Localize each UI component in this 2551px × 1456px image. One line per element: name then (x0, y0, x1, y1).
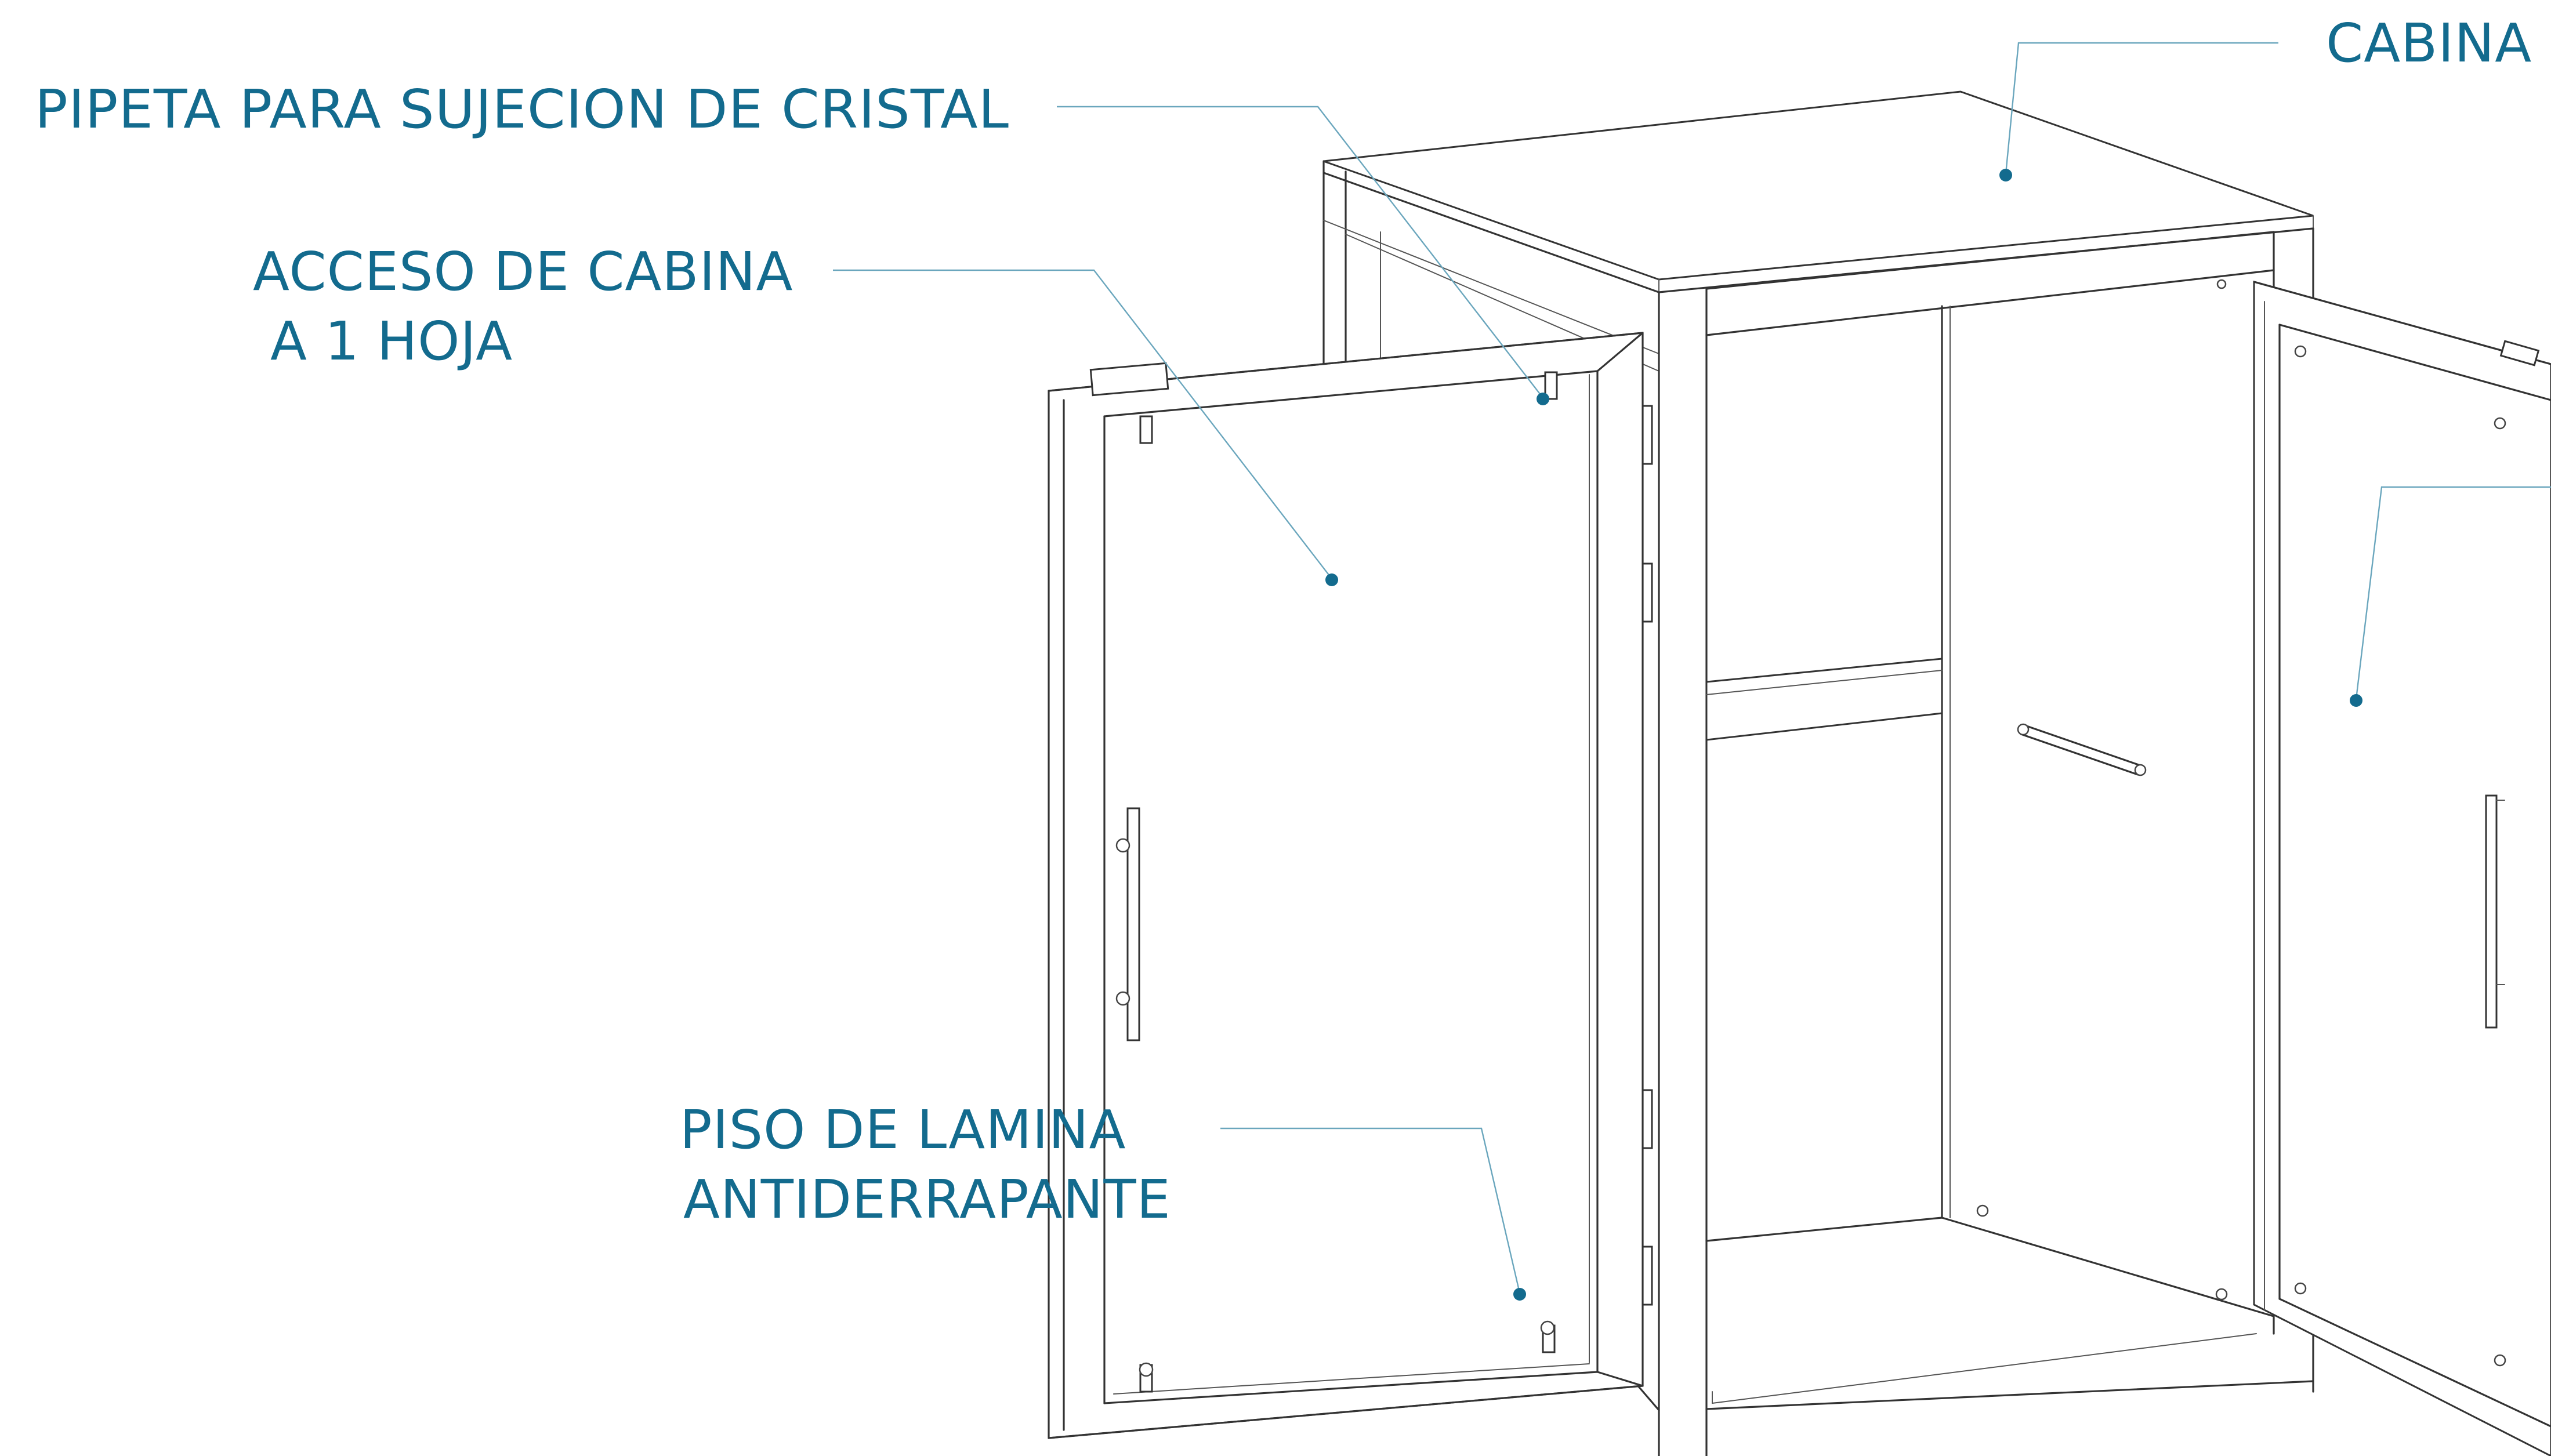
cabinet-top-panel (1323, 90, 2314, 281)
interior-bar-handle (2017, 723, 2147, 776)
callout-leaders (833, 42, 2551, 1301)
left-door-handle (1115, 807, 1140, 1041)
label-piso-line2: ANTIDERRAPANTE (683, 1168, 1171, 1230)
cabinet-interior (1705, 279, 2275, 1404)
cabinet-drawing (1048, 90, 2551, 1456)
leader-right-door (2355, 486, 2551, 700)
leader-pipeta (1057, 106, 1543, 398)
glass-pipettes (1139, 371, 1558, 1393)
dot-cabina (1999, 169, 2012, 181)
label-pipeta: PIPETA PARA SUJECION DE CRISTAL (35, 78, 1009, 140)
left-door (1048, 332, 1644, 1439)
door-hinges (1642, 405, 1653, 1306)
interior-shelf (1705, 658, 1943, 741)
label-piso-line1: PISO DE LAMINA (680, 1099, 1126, 1161)
callout-labels: CABINA PIPETA PARA SUJECION DE CRISTAL A… (35, 12, 2532, 1230)
label-acceso-line2: A 1 HOJA (270, 310, 513, 372)
label-cabina: CABINA (2326, 12, 2532, 74)
dot-acceso (1325, 573, 1338, 586)
cabinet-front-frame (1658, 227, 2314, 1456)
leader-cabina (2005, 42, 2278, 175)
leader-piso (1220, 1127, 1521, 1294)
dot-piso (1513, 1288, 1526, 1301)
leader-acceso (833, 269, 1332, 579)
right-door (2253, 281, 2551, 1456)
right-door-handle (2485, 794, 2505, 1029)
dot-right-door (2350, 694, 2362, 707)
label-acceso-line1: ACCESO DE CABINA (253, 241, 793, 303)
dot-pipeta (1537, 393, 1549, 405)
